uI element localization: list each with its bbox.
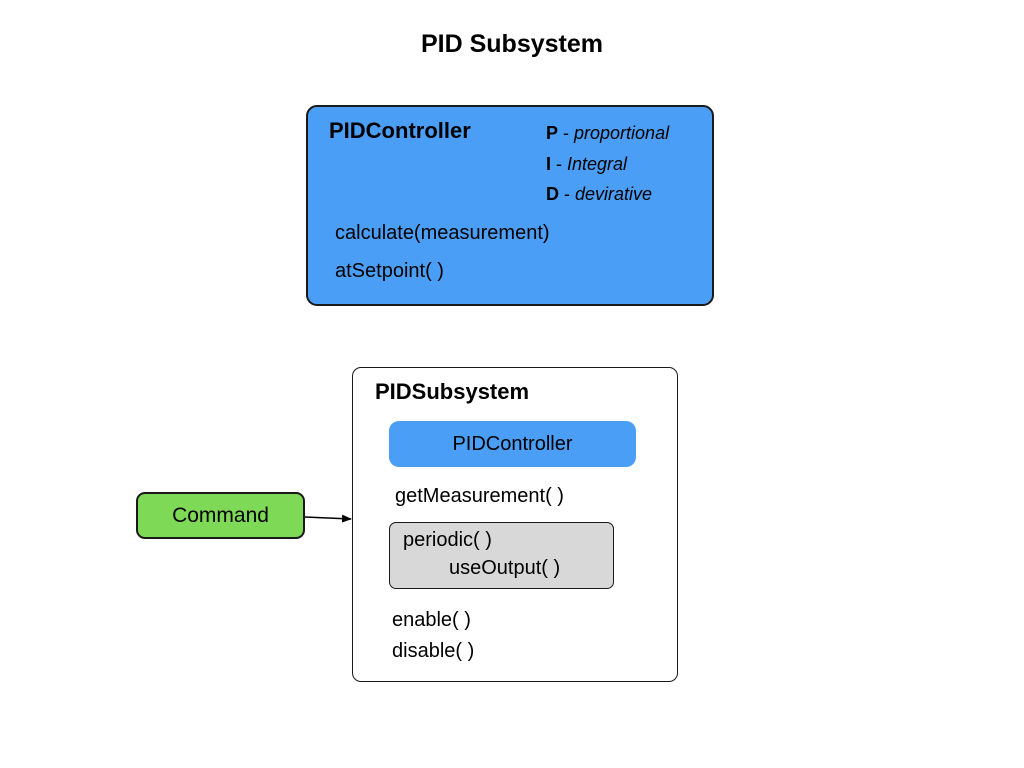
term-description: devirative bbox=[575, 184, 653, 204]
arrow-line bbox=[304, 514, 352, 523]
term-separator: - bbox=[559, 184, 575, 204]
term-proportional: P - proportional bbox=[546, 123, 669, 144]
term-separator: - bbox=[551, 154, 568, 174]
term-derivative: D - devirative bbox=[546, 184, 652, 205]
term-letter: P bbox=[546, 123, 559, 143]
inner-pid-controller-box: PIDController bbox=[389, 421, 636, 467]
term-letter: I bbox=[546, 154, 552, 174]
term-description: Integral bbox=[567, 154, 628, 174]
diagram-title: PID Subsystem bbox=[420, 30, 603, 58]
pid-controller-box bbox=[306, 105, 714, 306]
term-separator: - bbox=[558, 123, 575, 143]
term-integral: I - Integral bbox=[546, 154, 627, 175]
periodic-group-box bbox=[389, 522, 614, 589]
pid-controller-title: PIDController bbox=[329, 118, 471, 143]
pid-subsystem-title: PIDSubsystem bbox=[375, 379, 530, 404]
term-description: proportional bbox=[574, 123, 670, 143]
method-get-measurement: getMeasurement( ) bbox=[395, 485, 564, 507]
method-at-setpoint: atSetpoint( ) bbox=[335, 260, 444, 282]
method-periodic: periodic( ) bbox=[403, 529, 492, 551]
term-letter: D bbox=[546, 184, 559, 204]
method-calculate: calculate(measurement) bbox=[335, 222, 550, 244]
method-use-output: useOutput( ) bbox=[449, 557, 561, 579]
method-enable: enable( ) bbox=[392, 609, 471, 631]
method-disable: disable( ) bbox=[392, 640, 475, 662]
command-box: Command bbox=[136, 492, 305, 539]
